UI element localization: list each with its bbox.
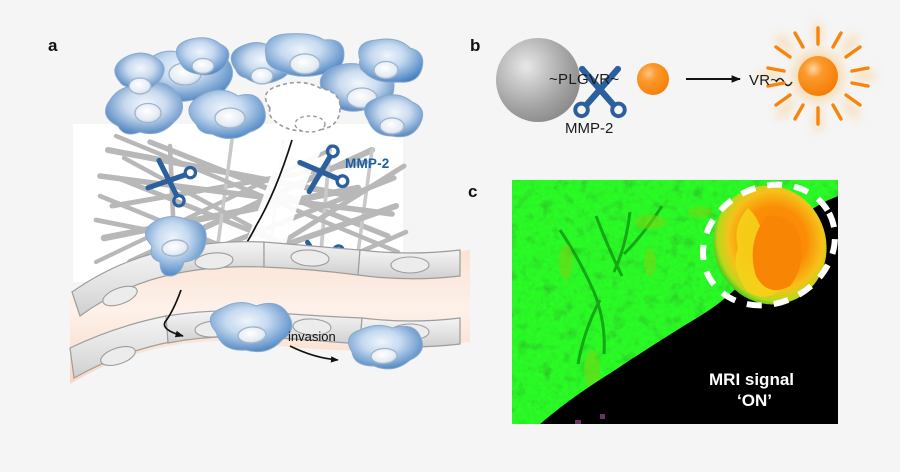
invaded-cell xyxy=(347,324,423,370)
curved-arrow-icon-invasion xyxy=(289,345,339,363)
invasion-label: invasion xyxy=(288,329,336,344)
intravasating-cell xyxy=(145,216,207,277)
mmp2-label-panel-a: MMP-2 xyxy=(345,156,390,171)
roi-dashed-ellipse xyxy=(700,181,838,309)
cleaved-peptide-label: VR~ xyxy=(749,72,780,89)
tumor-cell-cluster xyxy=(105,33,424,139)
tumor-cell xyxy=(105,82,183,135)
endothelium-upper xyxy=(71,241,461,317)
curved-arrow-icon-intravasation xyxy=(163,289,184,338)
nanoparticle-sphere xyxy=(496,38,580,122)
tumor-cell xyxy=(114,52,165,95)
tumor-cell xyxy=(175,37,230,76)
detaching-cell xyxy=(264,81,341,133)
mmp2-label-panel-b: MMP-2 xyxy=(565,120,614,137)
tumor-cell xyxy=(358,38,424,83)
panel-label-b: b xyxy=(470,36,481,55)
reporter-dot-activated xyxy=(758,22,877,132)
glow-rays xyxy=(766,26,870,126)
panel-label-a: a xyxy=(48,36,58,55)
mri-image xyxy=(512,180,838,424)
mri-hotspot xyxy=(713,185,827,305)
peptide-sequence-label: ~PLGVR~ xyxy=(549,71,620,88)
circulating-tumor-cell xyxy=(209,302,293,353)
mri-caption-line2: ‘ON’ xyxy=(737,391,772,410)
tumor-cell xyxy=(264,33,345,77)
panel-label-c: c xyxy=(468,182,478,201)
tumor-cell xyxy=(188,89,266,139)
mri-caption-line1: MRI signal xyxy=(709,370,795,389)
reporter-dot-quenched xyxy=(637,63,669,95)
tumor-cell xyxy=(364,94,424,138)
